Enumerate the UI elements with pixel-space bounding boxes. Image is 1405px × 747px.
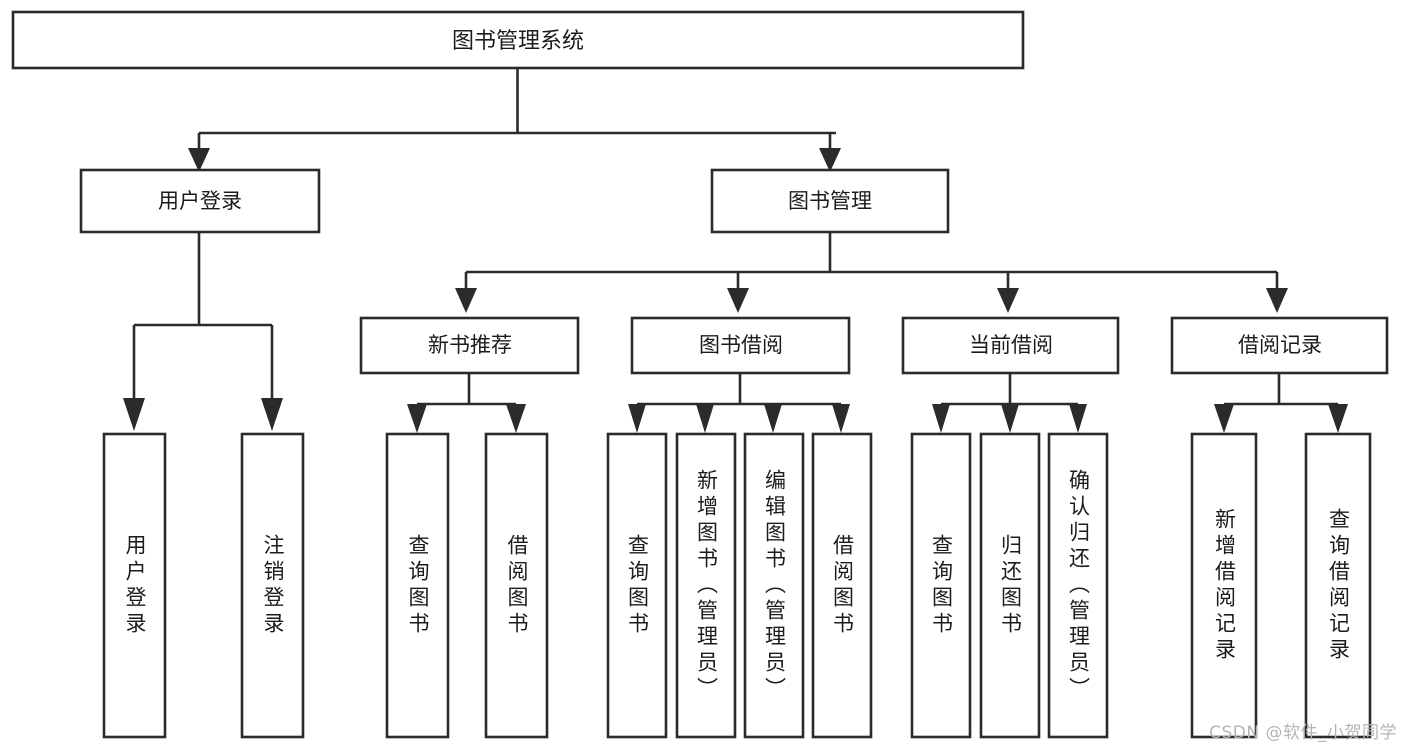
arrowhead-icon-cb-2 xyxy=(1001,404,1019,433)
arrowhead-icon-book-manage xyxy=(819,148,841,172)
arrowhead-icon-leaf-logout-login xyxy=(261,398,283,431)
node-borrow-record-box[interactable] xyxy=(1170,316,1389,375)
arrowhead-icon-nb-1 xyxy=(407,404,427,433)
node-current-borrow-label: 当前借阅 xyxy=(969,333,1053,357)
arrowhead-icon-nb-2 xyxy=(506,404,526,433)
arrowhead-icon-cb-3 xyxy=(1069,404,1087,433)
arrowhead-icon-book-borrow xyxy=(727,288,749,313)
leaf-borrow-book-2-box[interactable] xyxy=(811,432,873,739)
arrowhead-icon-current-borrow xyxy=(997,288,1019,313)
leaf-query-book-2-box[interactable] xyxy=(606,432,668,739)
leaf-logout-login-box[interactable] xyxy=(240,432,305,739)
node-current-borrow-box[interactable] xyxy=(901,316,1120,375)
leaf-query-borrow-record-box[interactable] xyxy=(1304,432,1372,739)
arrowhead-icon-bb-3 xyxy=(764,404,782,433)
arrowhead-icon-br-2 xyxy=(1328,404,1348,433)
arrowhead-icon-borrow-record xyxy=(1266,288,1288,313)
arrowhead-icon-new-book xyxy=(455,288,477,313)
node-book-borrow-label: 图书借阅 xyxy=(699,333,783,357)
arrowhead-icon-bb-2 xyxy=(696,404,714,433)
arrowhead-icon-user-login xyxy=(188,148,210,172)
arrowhead-icon-cb-1 xyxy=(932,404,950,433)
leaf-return-book-box[interactable] xyxy=(979,432,1041,739)
watermark-text: CSDN @软件_小贺同学 xyxy=(1209,723,1397,743)
arrowhead-icon-bb-4 xyxy=(832,404,850,433)
arrowhead-icon-leaf-user-login xyxy=(123,398,145,431)
leaf-user-login-box[interactable] xyxy=(102,432,167,739)
node-title-label: 图书管理系统 xyxy=(452,29,584,54)
leaf-edit-book-admin-box[interactable] xyxy=(743,432,805,739)
node-user-login-label: 用户登录 xyxy=(158,189,242,213)
leaf-add-borrow-record-box[interactable] xyxy=(1190,432,1258,739)
arrowhead-layer xyxy=(123,148,1348,433)
arrowhead-icon-br-1 xyxy=(1214,404,1234,433)
node-book-manage-label: 图书管理 xyxy=(788,189,872,213)
node-title-box[interactable] xyxy=(11,10,1025,70)
leaf-borrow-book-1-box[interactable] xyxy=(484,432,549,739)
node-new-book-recommend-label: 新书推荐 xyxy=(428,333,512,357)
arrowhead-icon-bb-1 xyxy=(628,404,646,433)
leaf-confirm-return-admin-box[interactable] xyxy=(1047,432,1109,739)
leaf-query-book-3-box[interactable] xyxy=(910,432,972,739)
node-borrow-record-label: 借阅记录 xyxy=(1238,333,1322,357)
node-new-book-recommend-box[interactable] xyxy=(359,316,580,375)
node-user-login-box[interactable] xyxy=(79,168,321,234)
node-book-borrow-box[interactable] xyxy=(630,316,851,375)
leaf-query-book-1-box[interactable] xyxy=(385,432,450,739)
leaf-add-book-admin-box[interactable] xyxy=(675,432,737,739)
node-book-manage-box[interactable] xyxy=(710,168,950,234)
node-layer: 图书管理系统 用户登录 图书管理 新书推荐 图书借阅 当前借阅 借阅记录 xyxy=(11,10,1389,739)
